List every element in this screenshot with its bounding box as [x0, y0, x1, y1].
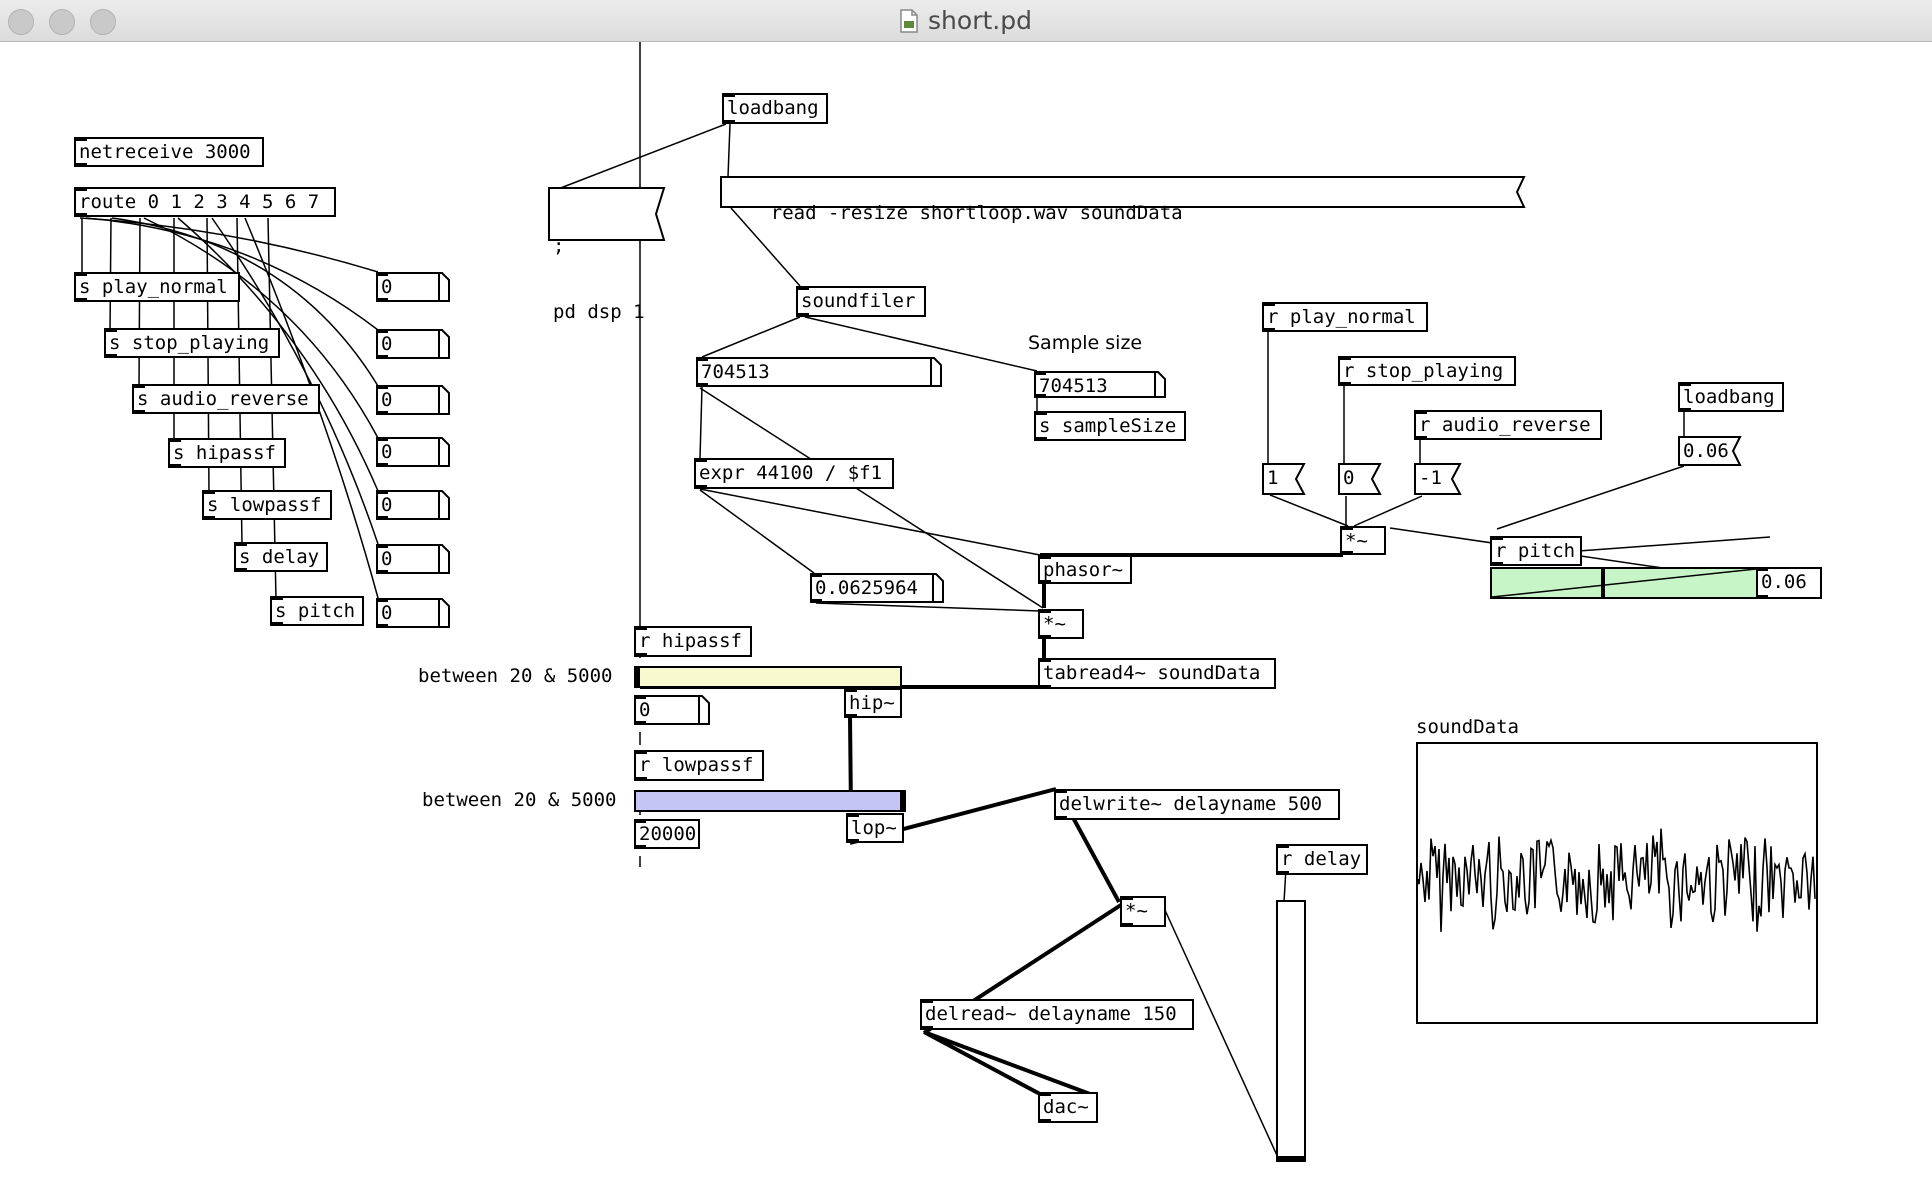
multiply-delay-object[interactable]: *~ — [1120, 896, 1166, 927]
number-value: 704513 — [701, 361, 770, 383]
receive-pitch[interactable]: r pitch — [1490, 536, 1582, 566]
hip-filter-object[interactable]: hip~ — [844, 688, 902, 718]
zoom-window-button[interactable] — [90, 9, 116, 35]
number-value: 0 — [381, 494, 393, 516]
minimize-window-button[interactable] — [49, 9, 75, 35]
number-value: 0 — [381, 389, 393, 411]
delay-vertical-slider[interactable] — [1276, 900, 1306, 1162]
pd-document-icon — [900, 8, 918, 33]
number-value: 0 — [639, 699, 651, 721]
close-window-button[interactable] — [8, 9, 34, 35]
number-box-route-out-0[interactable]: 0 — [376, 272, 450, 302]
sound-data-array-graph[interactable] — [1416, 742, 1818, 1024]
dac-object[interactable]: dac~ — [1038, 1092, 1098, 1123]
receive-delay[interactable]: r delay — [1276, 844, 1368, 875]
send-delay[interactable]: s delay — [234, 542, 328, 572]
tabread4-object[interactable]: tabread4~ soundData — [1038, 658, 1276, 689]
receive-lowpassf[interactable]: r lowpassf — [634, 750, 764, 781]
message-zero[interactable]: 0 — [1338, 463, 1382, 495]
number-box-lowpassf[interactable]: 20000 — [634, 819, 700, 849]
phasor-object[interactable]: phasor~ — [1038, 555, 1132, 584]
hipassf-range-comment: between 20 & 5000 — [418, 665, 613, 687]
read-soundfile-message[interactable]: read -resize shortloop.wav soundData — [720, 176, 1526, 224]
number-box-route-out-1[interactable]: 0 — [376, 329, 450, 359]
receive-play-normal[interactable]: r play_normal — [1262, 302, 1428, 332]
number-box-route-out-4[interactable]: 0 — [376, 490, 450, 520]
message-text: read -resize shortloop.wav soundData — [770, 202, 1183, 224]
message-one[interactable]: 1 — [1262, 463, 1306, 495]
route-object[interactable]: route 0 1 2 3 4 5 6 7 — [74, 187, 336, 217]
number-value: 0.0625964 — [815, 577, 918, 599]
number-box-sample-size[interactable]: 704513 — [1034, 371, 1166, 398]
send-sample-size[interactable]: s sampleSize — [1034, 411, 1186, 441]
slider-knob[interactable] — [900, 792, 904, 810]
message-text: 0.06 — [1683, 440, 1729, 462]
number-value: 704513 — [1039, 375, 1108, 397]
hipassf-horizontal-slider[interactable] — [634, 666, 902, 688]
message-line: ; — [553, 235, 565, 257]
number-box-route-out-2[interactable]: 0 — [376, 385, 450, 415]
number-box-route-out-6[interactable]: 0 — [376, 598, 450, 628]
message-text: -1 — [1419, 467, 1442, 489]
send-hipassf[interactable]: s hipassf — [168, 438, 286, 468]
message-pitch-init[interactable]: 0.06 — [1678, 436, 1742, 466]
lowpassf-horizontal-slider[interactable] — [634, 790, 906, 812]
slider-knob[interactable] — [1601, 569, 1606, 597]
number-value: 0 — [381, 441, 393, 463]
loadbang-pitch-object[interactable]: loadbang — [1678, 382, 1784, 412]
number-box-route-out-5[interactable]: 0 — [376, 544, 450, 574]
receive-stop-playing[interactable]: r stop_playing — [1338, 356, 1516, 386]
array-name-label: soundData — [1416, 716, 1519, 738]
number-value: 0 — [381, 333, 393, 355]
netreceive-object[interactable]: netreceive 3000 — [74, 137, 264, 167]
lop-filter-object[interactable]: lop~ — [846, 813, 904, 843]
slider-knob[interactable] — [1278, 1156, 1304, 1160]
number-box-pitch[interactable]: 0.06 — [1756, 567, 1822, 599]
soundfiler-object[interactable]: soundfiler — [796, 286, 926, 317]
pitch-horizontal-slider[interactable] — [1490, 567, 1758, 599]
number-box-route-out-3[interactable]: 0 — [376, 437, 450, 467]
number-value: 0.06 — [1761, 571, 1807, 593]
message-text: 1 — [1267, 467, 1279, 489]
window-title: short.pd — [928, 6, 1032, 35]
number-box-soundfiler-samples[interactable]: 704513 — [696, 357, 942, 387]
patch-canvas[interactable]: netreceive 3000 route 0 1 2 3 4 5 6 7 s … — [0, 42, 1932, 1178]
sample-size-comment: Sample size — [1028, 332, 1143, 354]
message-text: 0 — [1343, 467, 1355, 489]
multiply-phasor-object[interactable]: *~ — [1038, 609, 1084, 639]
number-value: 0 — [381, 602, 393, 624]
send-stop-playing[interactable]: s stop_playing — [104, 328, 280, 358]
send-lowpassf[interactable]: s lowpassf — [202, 490, 332, 520]
slider-knob[interactable] — [636, 668, 640, 686]
send-pitch[interactable]: s pitch — [270, 596, 364, 626]
multiply-speed-object[interactable]: *~ — [1340, 526, 1386, 555]
number-box-hipassf[interactable]: 0 — [634, 695, 710, 725]
pd-dsp-message[interactable]: ; pd dsp 1 — [548, 187, 666, 323]
number-value: 0 — [381, 548, 393, 570]
lowpassf-range-comment: between 20 & 5000 — [422, 789, 617, 811]
waveform — [1418, 828, 1816, 932]
delread-object[interactable]: delread~ delayname 150 — [920, 999, 1194, 1030]
title-bar: short.pd — [0, 0, 1932, 42]
send-audio-reverse[interactable]: s audio_reverse — [132, 384, 320, 414]
number-value: 0 — [381, 276, 393, 298]
expr-object[interactable]: expr 44100 / $f1 — [694, 458, 894, 489]
number-value: 20000 — [639, 823, 697, 845]
delwrite-object[interactable]: delwrite~ delayname 500 — [1054, 789, 1340, 820]
message-minus-one[interactable]: -1 — [1414, 463, 1462, 495]
send-play-normal[interactable]: s play_normal — [74, 272, 240, 302]
message-line: pd dsp 1 — [553, 301, 645, 323]
receive-audio-reverse[interactable]: r audio_reverse — [1414, 410, 1602, 440]
receive-hipassf[interactable]: r hipassf — [634, 626, 752, 657]
loadbang-object[interactable]: loadbang — [722, 93, 828, 124]
waveform-line — [1418, 828, 1816, 932]
number-box-expr-result[interactable]: 0.0625964 — [810, 573, 944, 603]
